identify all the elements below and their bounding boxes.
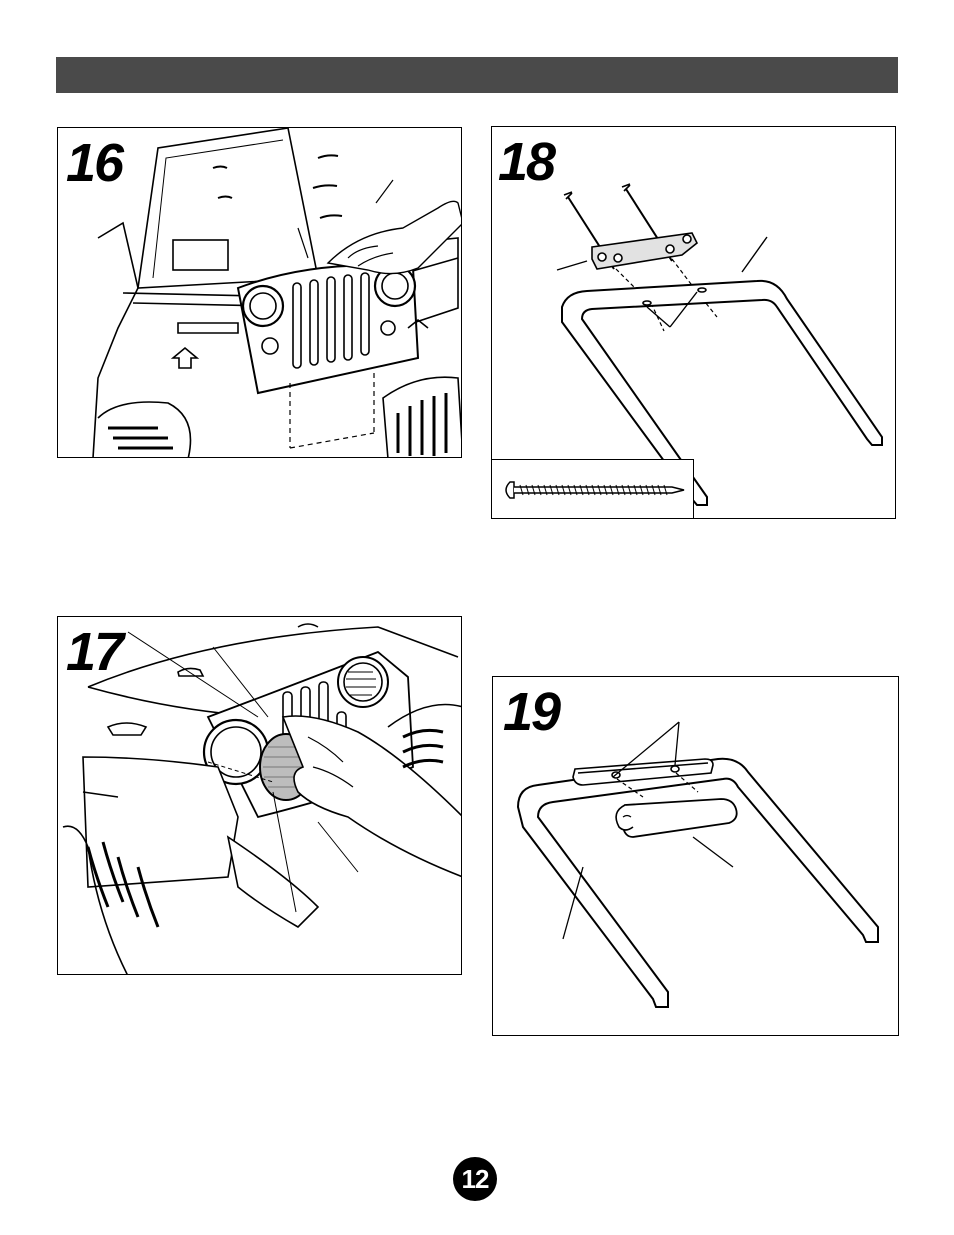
step-number: 16 bbox=[66, 136, 122, 190]
step-number: 17 bbox=[66, 625, 122, 679]
step-number: 18 bbox=[498, 135, 554, 189]
page-number: 12 bbox=[453, 1157, 497, 1201]
step-17-panel: 17 bbox=[57, 616, 462, 975]
step-18-panel: 18 bbox=[491, 126, 896, 519]
screw-detail-inset bbox=[491, 459, 694, 519]
screw-icon bbox=[492, 460, 692, 519]
header-bar bbox=[56, 57, 898, 93]
step-16-panel: 16 bbox=[57, 127, 462, 458]
step-number: 19 bbox=[503, 685, 559, 739]
step-19-panel: 19 bbox=[492, 676, 899, 1036]
